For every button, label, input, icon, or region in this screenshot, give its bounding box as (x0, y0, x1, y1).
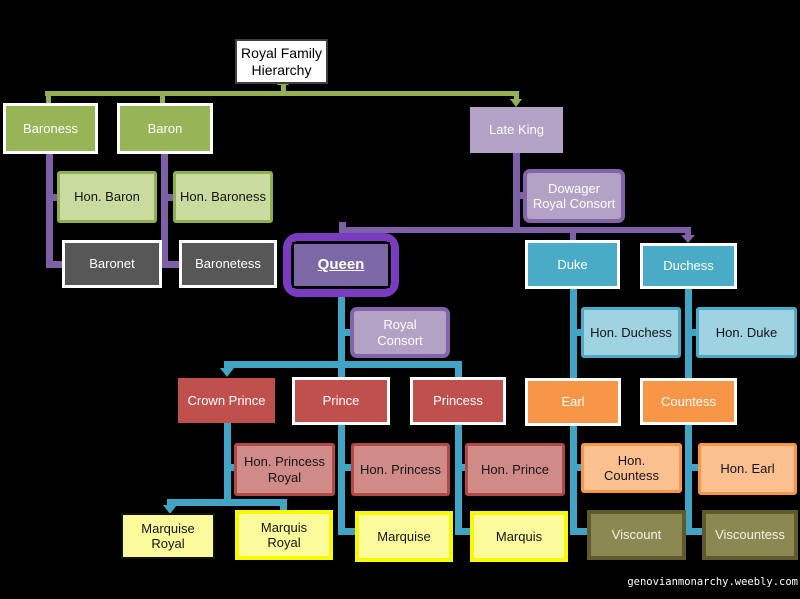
node-marquise: Marquise (355, 511, 453, 562)
connector-teal-viscount-elbow (573, 528, 587, 535)
node-hon-earl: Hon. Earl (698, 443, 797, 495)
connector-purple-baronetess-elbow (164, 261, 180, 268)
connector-purple-baronet-elbow (49, 261, 64, 268)
connector-purple-dowager-stub (516, 192, 524, 199)
arrowhead-down-late-king (510, 99, 522, 107)
node-hon-countess: Hon. Countess (581, 443, 682, 493)
node-hon-prince: Hon. Prince (465, 443, 565, 496)
connector-teal-marquisroyal-elbow (280, 499, 287, 511)
node-prince: Prince (292, 377, 390, 425)
connector-purple-honbaroness-stub (164, 194, 174, 201)
node-hon-baron: Hon. Baron (57, 171, 157, 223)
node-late-king: Late King (470, 107, 563, 153)
connector-teal-honearl-stub (688, 464, 698, 471)
node-dowager-royal-consort: Dowager Royal Consort (523, 169, 625, 223)
node-baroness: Baroness (3, 103, 98, 154)
queen-label: Queen (292, 242, 390, 288)
connector-teal-marquise-elbow (341, 528, 355, 535)
node-crown-prince: Crown Prince (178, 378, 275, 423)
connector-teal-honduchess-stub (573, 329, 581, 336)
connector-teal-princess-elbow (455, 361, 462, 377)
node-baronetess: Baronetess (179, 240, 277, 288)
node-hon-baroness: Hon. Baroness (173, 171, 273, 223)
connector-teal-royalconsort-stub (341, 329, 350, 336)
connector-teal-countess-v (685, 425, 692, 535)
node-hon-princess: Hon. Princess (351, 443, 450, 496)
connector-purple-baroness-v (46, 153, 53, 268)
node-viscountess: Viscountess (702, 510, 798, 560)
node-marquis-royal: Marquis Royal (235, 510, 333, 560)
connector-teal-honduke-stub (688, 329, 696, 336)
connector-green-lateking-stem (514, 94, 519, 100)
connector-teal-marquis-elbow (458, 528, 470, 535)
watermark-url: genovianmonarchy.weebly.com (618, 572, 798, 592)
arrowhead-down-duchess (681, 235, 695, 243)
connector-purple-duke-stub (570, 231, 576, 240)
node-viscount: Viscount (587, 510, 686, 560)
node-marquis: Marquis (470, 511, 568, 562)
node-countess: Countess (640, 378, 737, 425)
node-duke: Duke (525, 240, 620, 289)
connector-teal-hpr-stub (227, 464, 235, 471)
node-earl: Earl (525, 378, 621, 426)
node-royal-consort: Royal Consort (350, 307, 450, 358)
node-duchess: Duchess (640, 243, 737, 289)
connector-green-baroness-stub (46, 94, 51, 104)
connector-purple-duchess-stem (685, 231, 691, 236)
connector-teal-viscountess-elbow (688, 528, 702, 535)
connector-green-title-stem (281, 85, 286, 92)
connector-teal-honcountess-stub (573, 464, 581, 471)
connector-purple-queen-stub (339, 222, 346, 233)
node-hon-duke: Hon. Duke (696, 307, 797, 358)
node-hon-duchess: Hon. Duchess (581, 307, 681, 358)
connector-green-trunk (45, 91, 519, 96)
connector-teal-honprincess-stub (341, 464, 351, 471)
connector-teal-marquis-rail (167, 499, 287, 506)
node-baron: Baron (117, 103, 213, 154)
connector-green-baron-stub (160, 94, 165, 104)
node-royal-family-hierarchy: Royal Family Hierarchy (235, 39, 328, 84)
connector-teal-honprince-stub (458, 464, 465, 471)
connector-purple-baron-v (161, 153, 168, 268)
arrowhead-down-crown-prince (220, 368, 234, 377)
connector-teal-children-rail (224, 361, 462, 368)
connector-purple-rail (341, 227, 691, 233)
node-marquise-royal: Marquise Royal (121, 513, 215, 559)
connector-teal-prince-v (338, 425, 345, 535)
node-baronet: Baronet (62, 240, 162, 288)
arrowhead-down-marquise-royal (163, 505, 177, 514)
node-princess: Princess (410, 377, 506, 425)
connector-teal-earl-v (570, 426, 577, 535)
connector-purple-honbaron-stub (49, 194, 58, 201)
connector-teal-princess-v (455, 425, 462, 535)
node-queen: Queen (283, 233, 399, 297)
node-hon-princess-royal: Hon. Princess Royal (234, 443, 335, 496)
connector-teal-prince-stub (338, 368, 345, 377)
